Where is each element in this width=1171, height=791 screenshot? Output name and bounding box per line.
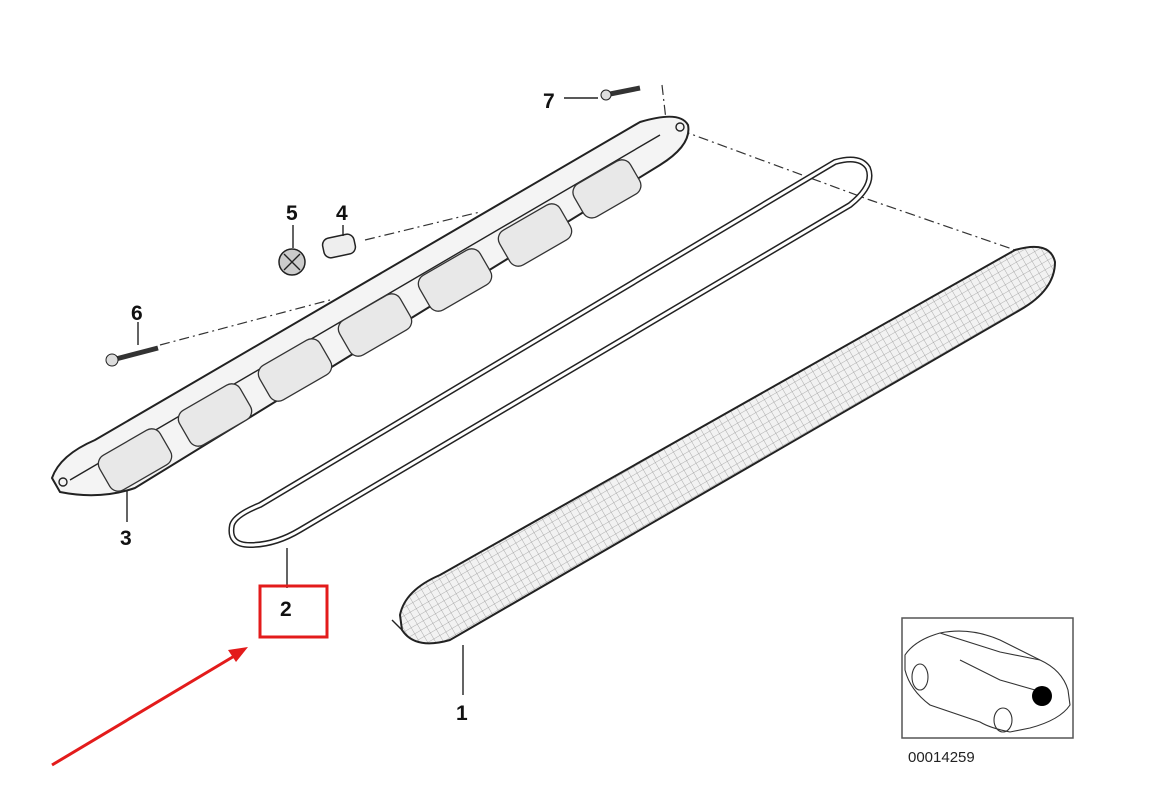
red-arrow-icon [51,647,248,767]
part-1-lens [391,246,1057,645]
label-part-2: 2 [280,598,292,621]
socket-5 [278,248,306,276]
label-part-3: 3 [120,527,132,550]
highlight-box [258,584,329,639]
leader-lines [126,97,598,695]
label-part-1: 1 [456,702,468,725]
label-part-5: 5 [286,202,298,225]
label-part-4: 4 [336,202,348,225]
label-part-7: 7 [543,90,555,113]
screw-7 [600,85,641,101]
screw-6 [105,345,159,367]
part-3-lamp-housing [50,115,690,497]
car-outline-icon [904,630,1071,733]
assembly-lines [159,84,1016,346]
bulb-4 [321,233,357,259]
label-part-6: 6 [131,302,143,325]
inset-code: 00014259 [908,749,975,766]
location-marker [1032,686,1052,706]
part-2-gasket [228,156,873,549]
vehicle-location-inset: 00014259 [901,617,1074,766]
